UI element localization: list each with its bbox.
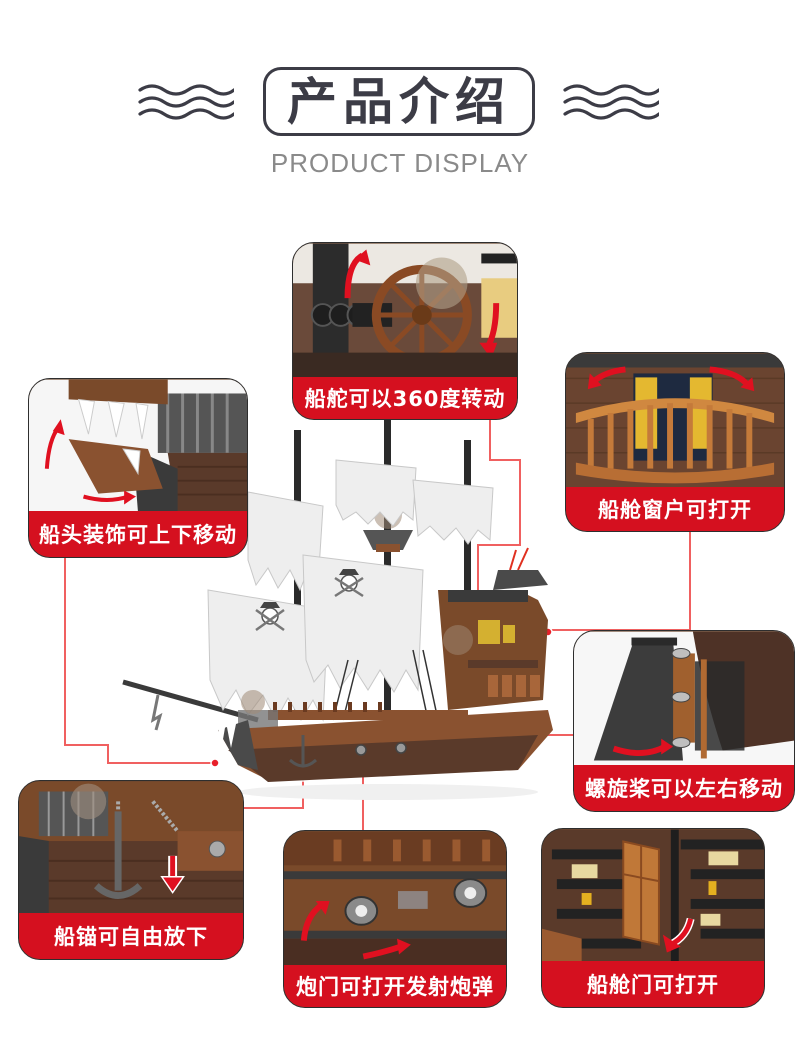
pirate-ship-illustration: [122, 420, 553, 800]
feature-panel-anchor: 船锚可自由放下: [18, 780, 244, 960]
cannon-image: [284, 831, 506, 967]
wave-lines-icon: [138, 84, 234, 120]
skull-crossbones-icon: [255, 569, 364, 632]
page-title: 产品介绍: [287, 72, 511, 131]
feature-label: 船舵可以360度转动: [293, 377, 517, 419]
propeller-image: [574, 631, 794, 767]
section-header: 产品介绍 PRODUCT DISPLAY: [0, 0, 800, 200]
feature-panel-propeller: 螺旋桨可以左右移动: [573, 630, 795, 812]
bow-image: [29, 379, 247, 513]
anchor-image: [19, 781, 243, 915]
page-subtitle: PRODUCT DISPLAY: [270, 148, 530, 178]
feature-panel-window: 船舱窗户可打开: [565, 352, 785, 532]
feature-panel-bow: 船头装饰可上下移动: [28, 378, 248, 558]
rudder-image: [293, 243, 517, 379]
feature-label: 船锚可自由放下: [19, 913, 243, 959]
window-image: [566, 353, 784, 489]
feature-panel-cannon: 炮门可打开发射炮弹: [283, 830, 507, 1008]
cabin-door-image: [542, 829, 764, 963]
feature-label: 船舱窗户可打开: [566, 487, 784, 531]
feature-label: 炮门可打开发射炮弹: [284, 965, 506, 1007]
feature-label: 船舱门可打开: [542, 961, 764, 1007]
feature-label: 螺旋桨可以左右移动: [574, 765, 794, 811]
wave-lines-icon: [563, 84, 659, 120]
feature-panel-cabin-door: 船舱门可打开: [541, 828, 765, 1008]
feature-label: 船头装饰可上下移动: [29, 511, 247, 557]
feature-panel-rudder: 船舵可以360度转动: [292, 242, 518, 420]
title-box: 产品介绍: [263, 67, 535, 136]
